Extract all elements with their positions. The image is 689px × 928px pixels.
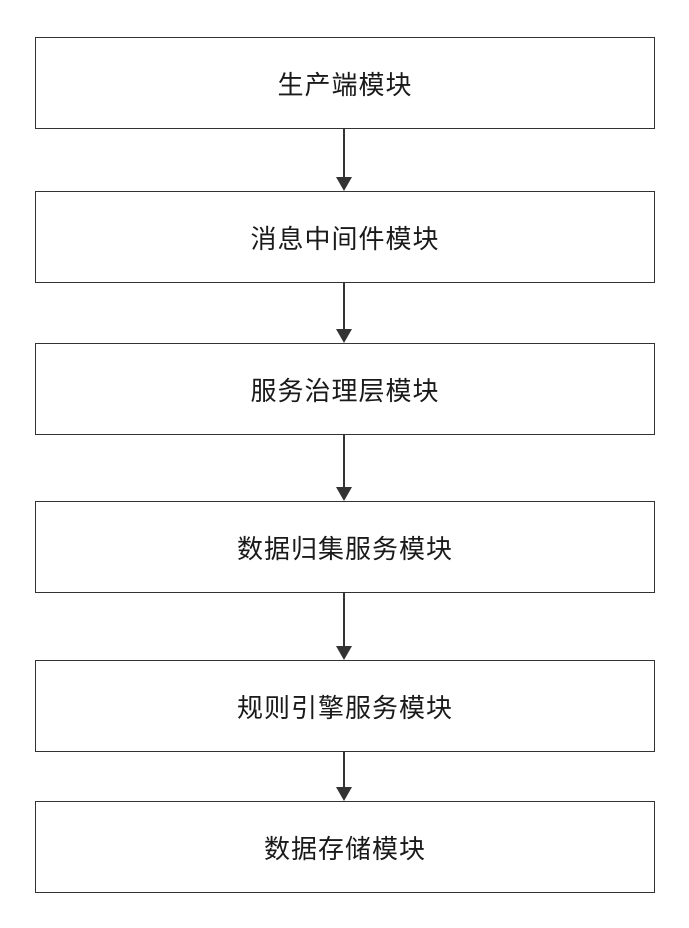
flow-arrow	[336, 435, 352, 501]
module-box-message-middleware: 消息中间件模块	[35, 191, 655, 283]
module-box-producer: 生产端模块	[35, 37, 655, 129]
flow-arrow	[336, 283, 352, 343]
module-label: 数据归集服务模块	[237, 529, 453, 566]
module-label: 规则引擎服务模块	[237, 688, 453, 725]
module-box-data-storage: 数据存储模块	[35, 801, 655, 893]
module-box-rule-engine: 规则引擎服务模块	[35, 660, 655, 752]
module-label: 消息中间件模块	[250, 219, 439, 256]
module-label: 数据存储模块	[264, 829, 426, 866]
module-label: 生产端模块	[277, 65, 412, 102]
module-box-service-governance: 服务治理层模块	[35, 343, 655, 435]
module-label: 服务治理层模块	[250, 371, 439, 408]
module-box-data-collection: 数据归集服务模块	[35, 501, 655, 593]
flow-arrow	[336, 129, 352, 191]
flow-arrow	[336, 752, 352, 801]
flow-arrow	[336, 593, 352, 660]
